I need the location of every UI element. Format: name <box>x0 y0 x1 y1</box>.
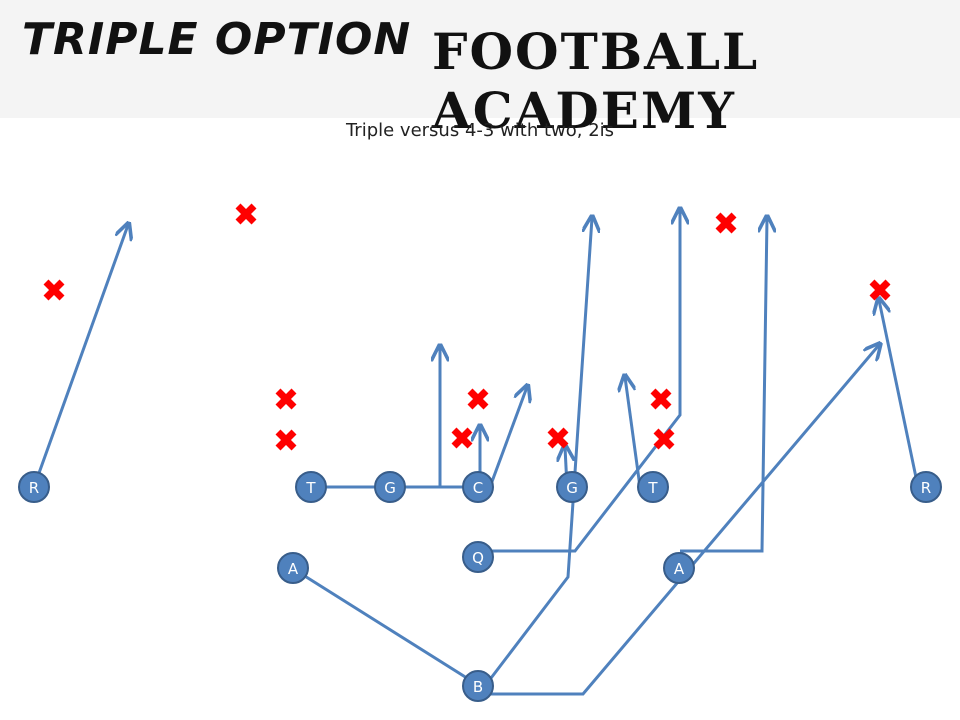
player-t-right: T <box>637 471 669 503</box>
player-quarterback: Q <box>462 541 494 573</box>
player-center: C <box>462 471 494 503</box>
svg-text:R: R <box>29 479 39 497</box>
defender-x-mark <box>235 203 257 225</box>
svg-text:G: G <box>384 479 396 497</box>
defender-x-mark <box>451 427 473 449</box>
player-g-right: G <box>556 471 588 503</box>
player-back: B <box>462 670 494 702</box>
defender-x-mark <box>547 427 569 449</box>
svg-text:G: G <box>566 479 578 497</box>
defender-x-mark <box>653 428 675 450</box>
route-back-right <box>490 345 879 696</box>
svg-text:A: A <box>674 560 685 578</box>
svg-text:A: A <box>288 560 299 578</box>
svg-text:R: R <box>921 479 931 497</box>
defender-x-mark <box>715 212 737 234</box>
defender-x-mark <box>869 279 891 301</box>
route-a-right <box>680 218 767 553</box>
defender-x-mark <box>467 388 489 410</box>
route-quarterback <box>478 210 680 553</box>
svg-text:B: B <box>473 678 483 696</box>
route-a-left <box>291 566 479 687</box>
svg-text:T: T <box>647 479 658 497</box>
defender-x-mark <box>275 429 297 451</box>
svg-text:C: C <box>473 479 483 497</box>
svg-text:T: T <box>305 479 316 497</box>
route-back-left <box>486 218 592 683</box>
brand-logo-right: FOOTBALL ACADEMY <box>432 22 760 140</box>
svg-text:Q: Q <box>472 549 484 567</box>
route-r-left <box>32 225 128 488</box>
route-r-right <box>879 300 920 488</box>
player-r-left: R <box>18 471 50 503</box>
player-a-right: A <box>663 552 695 584</box>
player-r-right: R <box>910 471 942 503</box>
defender-x-mark <box>275 388 297 410</box>
header-banner: TRIPLE OPTION FOOTBALL ACADEMY <box>0 0 960 140</box>
brand-logo-left: TRIPLE OPTION <box>22 14 412 65</box>
defender-x-mark <box>650 388 672 410</box>
player-t-left: T <box>295 471 327 503</box>
player-g-left: G <box>374 471 406 503</box>
diagram-title: Triple versus 4-3 with two, 2is <box>345 120 615 141</box>
defender-x-mark <box>43 279 65 301</box>
route-center-diag <box>488 387 527 488</box>
player-a-left: A <box>277 552 309 584</box>
